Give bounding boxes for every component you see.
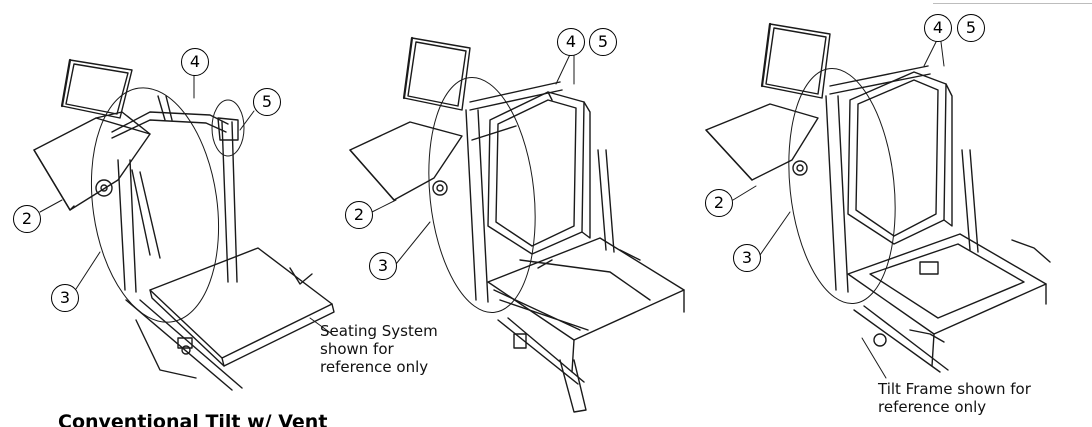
header-rule [933, 0, 1092, 4]
callout-2-middle: 2 [345, 201, 373, 229]
callout-4-right: 4 [924, 14, 952, 42]
leader-lines [39, 33, 945, 379]
callout-5-right: 5 [957, 14, 985, 42]
right-tilt-frame [847, 233, 1047, 335]
callout-3-right: 3 [733, 244, 761, 272]
figure-caption: Conventional Tilt w/ Vent [58, 411, 328, 427]
callout-3-middle: 3 [369, 252, 397, 280]
callout-2-right: 2 [705, 189, 733, 217]
middle-headrest-panel [403, 37, 471, 111]
callout-3-left: 3 [51, 284, 79, 312]
view-left-drawing [33, 58, 335, 391]
right-tray [705, 103, 819, 181]
callout-5-middle: 5 [589, 28, 617, 56]
callout-5-left: 5 [253, 88, 281, 116]
left-upright [221, 121, 238, 283]
left-pivot-highlight [90, 87, 220, 323]
middle-pivot-highlight [428, 77, 536, 313]
right-backrest [847, 71, 947, 245]
seating-system-note: Seating System shown for reference only [320, 322, 438, 376]
view-middle-drawing [349, 36, 685, 413]
callout-4-middle: 4 [557, 28, 585, 56]
middle-seat-rails [487, 237, 685, 341]
right-headrest-panel [761, 23, 831, 99]
middle-tray [349, 121, 463, 201]
left-arm-bar [111, 111, 229, 133]
view-right-drawing [705, 22, 1051, 373]
middle-backrest [487, 91, 585, 255]
callout-2-left: 2 [13, 205, 41, 233]
tilt-frame-note: Tilt Frame shown for reference only [878, 380, 1031, 416]
right-pivot-highlight [788, 68, 896, 304]
callout-4-left: 4 [181, 48, 209, 76]
